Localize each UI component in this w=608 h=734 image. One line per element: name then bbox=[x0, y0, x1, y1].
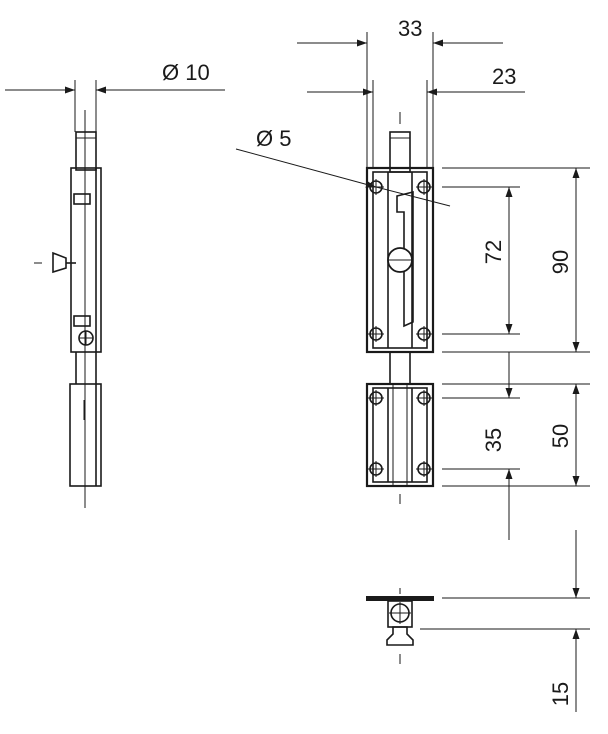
dimension-label: 35 bbox=[481, 428, 506, 452]
dimension-hole-diameter: Ø 5 bbox=[235, 126, 451, 207]
dimension-inner-width: 23 bbox=[307, 64, 525, 168]
screw-hole bbox=[416, 179, 432, 195]
screw-hole bbox=[368, 326, 384, 342]
dimension-label: 72 bbox=[481, 240, 506, 264]
top-view bbox=[366, 588, 434, 664]
screw-hole bbox=[368, 461, 384, 477]
dimension-lower-hole-spacing: 35 bbox=[442, 352, 520, 540]
screw-hole bbox=[368, 390, 384, 406]
front-view bbox=[365, 112, 435, 504]
dimension-label: 90 bbox=[548, 250, 573, 274]
dimension-upper-hole-spacing: 72 bbox=[442, 186, 520, 335]
dimension-upper-plate-height: 90 bbox=[442, 167, 590, 353]
dimension-label: Ø 10 bbox=[162, 60, 210, 85]
screw-hole bbox=[416, 326, 432, 342]
dimension-lower-plate-height: 50 bbox=[442, 383, 590, 487]
dimension-label: 50 bbox=[548, 424, 573, 448]
dimension-outer-width: 33 bbox=[297, 16, 503, 168]
dimension-label: Ø 5 bbox=[256, 126, 291, 151]
screw-hole bbox=[416, 390, 432, 406]
dimension-label: 23 bbox=[492, 64, 516, 89]
dimension-label: 33 bbox=[398, 16, 422, 41]
side-view bbox=[34, 110, 102, 508]
dimension-pin-diameter: Ø 10 bbox=[5, 60, 225, 132]
screw-hole bbox=[416, 461, 432, 477]
dimension-label: 15 bbox=[548, 682, 573, 706]
dimension-depth: 15 bbox=[420, 530, 590, 712]
